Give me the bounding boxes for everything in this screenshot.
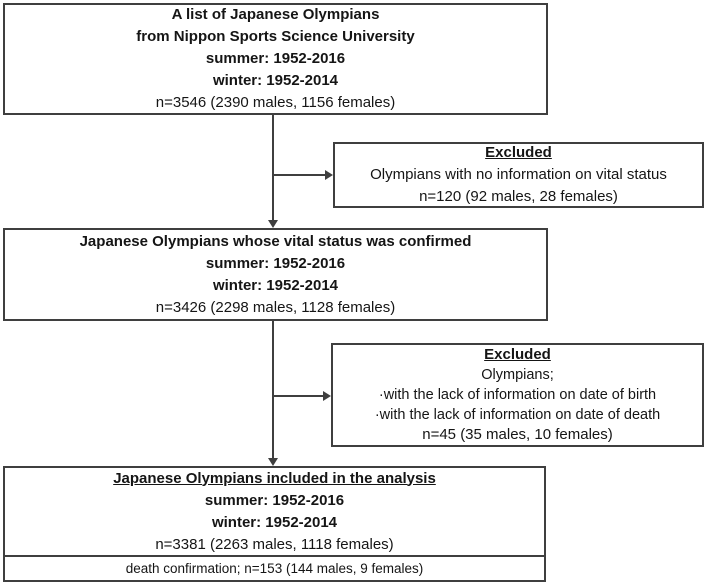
confirmed-title: Japanese Olympians whose vital status wa…	[79, 232, 472, 250]
source-box: A list of Japanese Olympians from Nippon…	[3, 3, 548, 115]
excluded-vital-heading: Excluded	[485, 144, 552, 161]
excluded-dates-bullet2: ·with the lack of information on date of…	[374, 407, 661, 423]
excluded-vital-reason: Olympians with no information on vital s…	[370, 166, 667, 183]
arrow-down-icon	[268, 458, 278, 466]
confirmed-box: Japanese Olympians whose vital status wa…	[3, 228, 548, 321]
source-winter-range: winter: 1952-2014	[212, 72, 339, 89]
source-summer-range: summer: 1952-2016	[205, 50, 346, 67]
analysis-summer-range: summer: 1952-2016	[204, 491, 345, 509]
branch-to-excluded-vital	[273, 174, 325, 176]
death-confirmation-note: death confirmation; n=153 (144 males, 9 …	[125, 560, 424, 576]
analysis-count: n=3381 (2263 males, 1118 females)	[155, 535, 394, 553]
source-title-line1: A list of Japanese Olympians	[171, 6, 380, 23]
excluded-vital-count: n=120 (92 males, 28 females)	[419, 188, 618, 205]
confirmed-summer-range: summer: 1952-2016	[205, 254, 346, 272]
excluded-dates-subject: Olympians;	[481, 367, 554, 383]
analysis-box: Japanese Olympians included in the analy…	[3, 466, 546, 557]
death-confirmation-box: death confirmation; n=153 (144 males, 9 …	[3, 555, 546, 582]
connector-source-to-confirmed	[272, 115, 274, 221]
analysis-title: Japanese Olympians included in the analy…	[113, 469, 436, 487]
arrow-right-icon	[323, 391, 331, 401]
analysis-winter-range: winter: 1952-2014	[211, 513, 338, 531]
excluded-vital-box: Excluded Olympians with no information o…	[333, 142, 704, 208]
excluded-dates-heading: Excluded	[484, 346, 551, 363]
confirmed-count: n=3426 (2298 males, 1128 females)	[155, 298, 396, 316]
excluded-dates-count: n=45 (35 males, 10 females)	[422, 426, 613, 443]
source-title-line2: from Nippon Sports Science University	[136, 28, 415, 45]
excluded-dates-box: Excluded Olympians; ·with the lack of in…	[331, 343, 704, 447]
branch-to-excluded-dates	[273, 395, 323, 397]
connector-confirmed-to-analysis	[272, 321, 274, 458]
confirmed-winter-range: winter: 1952-2014	[212, 276, 339, 294]
source-count: n=3546 (2390 males, 1156 females)	[155, 94, 396, 111]
excluded-dates-bullet1: ·with the lack of information on date of…	[378, 387, 657, 403]
arrow-right-icon	[325, 170, 333, 180]
arrow-down-icon	[268, 220, 278, 228]
